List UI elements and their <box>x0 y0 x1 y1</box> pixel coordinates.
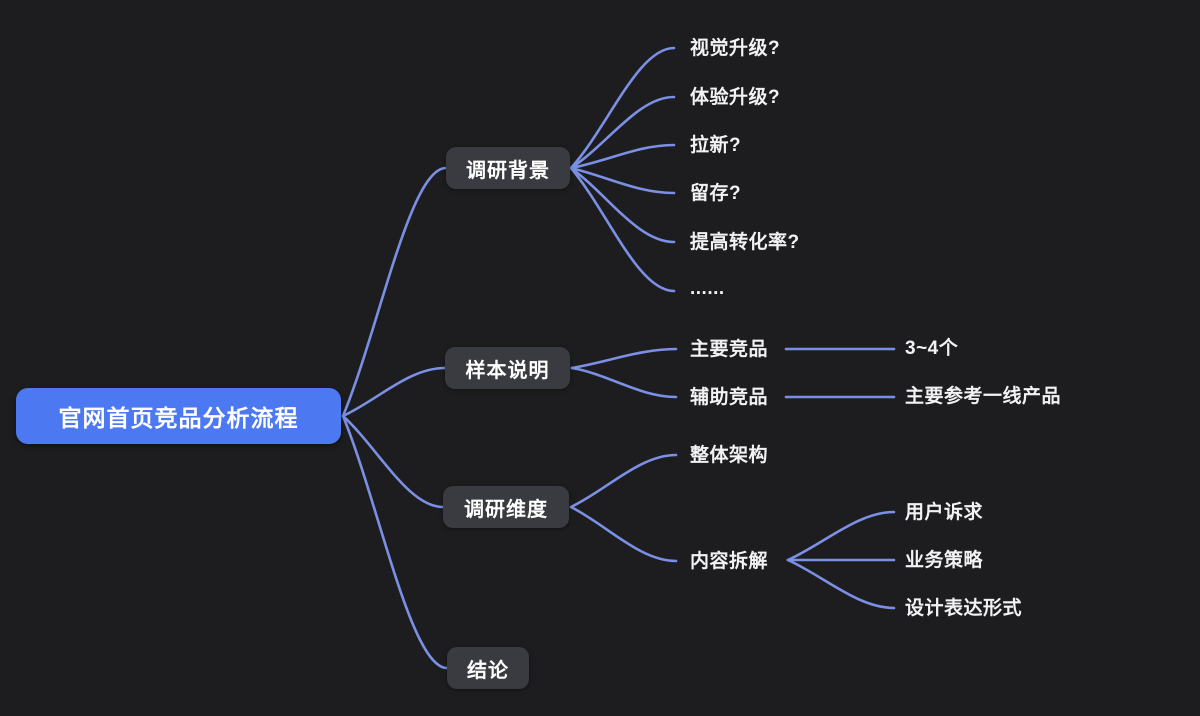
connector-sample-to-main-competitors <box>570 347 678 370</box>
leaf-node-etc[interactable]: ...... <box>690 278 725 299</box>
branch-node-conclusion[interactable]: 结论 <box>447 647 529 689</box>
connector-root-to-conclusion <box>341 414 449 670</box>
connector-bg-to-visual-upgrade <box>569 46 676 170</box>
connector-dim-to-overall-structure <box>569 453 678 509</box>
connector-sample-to-aux-competitors <box>570 366 678 399</box>
leaf-node-aux-competitors[interactable]: 辅助竞品 <box>690 386 769 408</box>
leaf-node-competitor-count[interactable]: 3~4个 <box>905 337 959 359</box>
leaf-node-business-strategy[interactable]: 业务策略 <box>905 549 984 571</box>
connector-content-to-user-needs <box>786 510 896 562</box>
connector-bg-to-experience-upgrade <box>569 95 676 170</box>
leaf-node-conversion-rate[interactable]: 提高转化率? <box>690 231 800 253</box>
branch-node-research-background[interactable]: 调研背景 <box>446 147 570 189</box>
connector-bg-to-retention <box>569 166 676 195</box>
branch-node-sample-description[interactable]: 样本说明 <box>445 347 570 389</box>
leaf-node-design-expression[interactable]: 设计表达形式 <box>905 597 1023 619</box>
branch-node-research-dimensions[interactable]: 调研维度 <box>443 486 569 528</box>
leaf-node-overall-structure[interactable]: 整体架构 <box>690 444 769 466</box>
connector-root-to-sample-description <box>341 366 447 418</box>
leaf-node-main-competitors[interactable]: 主要竞品 <box>690 338 769 360</box>
connector-dim-to-content-breakdown <box>569 505 678 563</box>
leaf-node-retention[interactable]: 留存? <box>690 182 742 204</box>
connector-content-to-design-expression <box>786 558 896 610</box>
connector-bg-to-etc <box>569 166 676 293</box>
connector-bg-to-conversion <box>569 166 676 244</box>
root-node-competitive-analysis-process[interactable]: 官网首页竞品分析流程 <box>16 388 341 444</box>
connector-bg-to-new-users <box>569 143 676 170</box>
leaf-node-content-breakdown[interactable]: 内容拆解 <box>690 550 769 572</box>
leaf-node-visual-upgrade[interactable]: 视觉升级? <box>690 37 781 59</box>
leaf-node-user-needs[interactable]: 用户诉求 <box>905 501 984 523</box>
leaf-node-experience-upgrade[interactable]: 体验升级? <box>690 86 781 108</box>
leaf-node-first-tier-reference[interactable]: 主要参考一线产品 <box>905 385 1062 407</box>
connector-root-to-research-background <box>341 166 448 418</box>
connector-root-to-research-dimensions <box>341 414 445 509</box>
leaf-node-new-user-acquisition[interactable]: 拉新? <box>690 134 742 156</box>
